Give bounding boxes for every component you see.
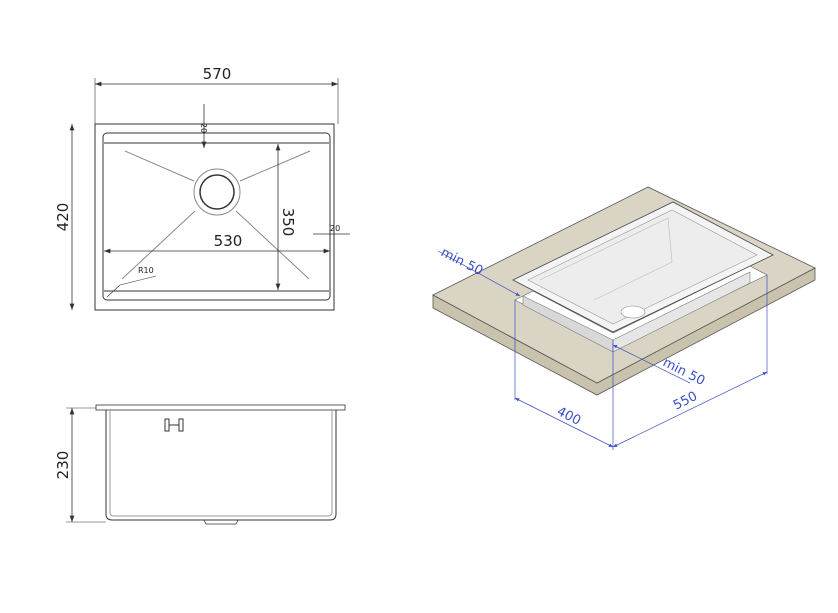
min-clearance-left: min 50: [438, 245, 485, 279]
overflow-icon: [164, 418, 184, 432]
drain-slope-lines: [121, 150, 311, 280]
iso-view: [432, 186, 816, 450]
radius-label: R10: [138, 266, 154, 275]
rim-top-dimension: 20: [199, 123, 208, 133]
drain-icon: [620, 305, 646, 319]
height-dimension: 420: [54, 203, 72, 232]
side-view: [66, 404, 346, 525]
drain-icon: [193, 168, 241, 216]
cutout-width: 550: [671, 389, 700, 414]
top-view: [69, 78, 350, 311]
inner-width-dimension: 530: [214, 232, 243, 250]
min-clearance-right: min 50: [660, 355, 707, 389]
sink-outline: [94, 123, 335, 311]
bowl-outline: [102, 132, 331, 301]
width-dimension: 570: [203, 65, 232, 83]
sink-bowl: [527, 209, 758, 325]
inner-depth-dimension: 350: [279, 208, 297, 237]
depth-dimension: 230: [54, 451, 72, 480]
rim-side-dimension: 20: [330, 224, 340, 233]
